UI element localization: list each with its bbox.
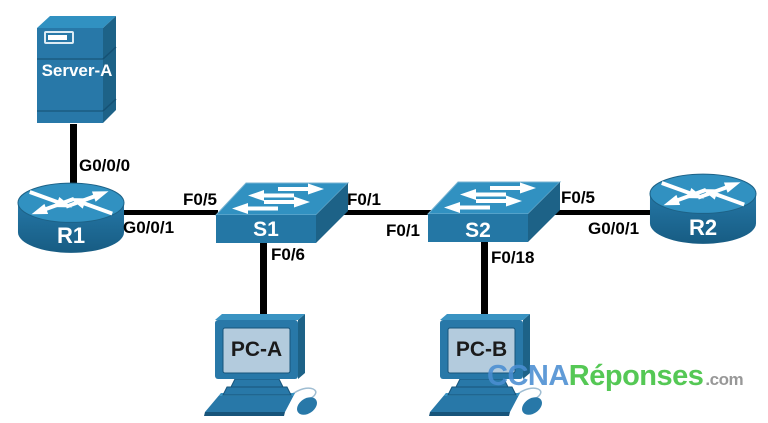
interface-label-s2-f0-18: F0/18 [491, 248, 535, 267]
interface-label-s1-f0-6: F0/6 [271, 245, 306, 264]
watermark-dotcom: .com [705, 370, 744, 389]
cable-s2-pc-b [481, 241, 488, 316]
watermark-reponses: Réponses [568, 360, 704, 392]
interface-label-r1-g0-0-1: G0/0/1 [123, 218, 175, 237]
pc-icon [429, 314, 542, 416]
device-s2: S2 [426, 180, 562, 243]
device-label-pc-b: PC-B [455, 338, 508, 361]
router-icon [17, 182, 125, 253]
device-s1: S1 [214, 181, 350, 244]
interface-label-s1-f0-1: F0/1 [347, 190, 382, 209]
device-label-r1: R1 [56, 223, 86, 248]
interface-label-s2-f0-1: F0/1 [386, 221, 421, 240]
interface-label-s1-f0-5: F0/5 [183, 190, 218, 209]
switch-icon [214, 182, 350, 243]
device-pc-b: PC-B [422, 312, 548, 418]
server-icon [37, 16, 117, 123]
interface-label-r2-g0-0-1: G0/0/1 [588, 219, 640, 238]
cable-server-a-r1 [70, 124, 77, 188]
device-server-a: Server-A [36, 14, 118, 124]
device-label-pc-a: PC-A [230, 338, 283, 361]
pc-icon [204, 314, 317, 416]
watermark-ccna: CCNA [487, 360, 569, 392]
router-icon [649, 173, 757, 244]
switch-icon [426, 181, 562, 242]
device-label-s2: S2 [465, 219, 491, 242]
cable-r1-s1 [118, 210, 218, 215]
cable-s1-s2 [334, 210, 432, 215]
device-label-r2: R2 [688, 215, 718, 240]
cable-s1-pc-a [260, 241, 267, 316]
interface-label-r1-g0-0-0: G0/0/0 [79, 156, 131, 175]
device-r2: R2 [649, 172, 757, 245]
device-label-s1: S1 [253, 218, 279, 241]
cable-s2-r2 [545, 210, 655, 215]
device-r1: R1 [17, 181, 125, 254]
device-pc-a: PC-A [197, 312, 323, 418]
interface-label-s2-f0-5: F0/5 [561, 188, 596, 207]
device-label-server-a: Server-A [41, 61, 113, 80]
watermark: CCNA Réponses .com [487, 360, 744, 393]
